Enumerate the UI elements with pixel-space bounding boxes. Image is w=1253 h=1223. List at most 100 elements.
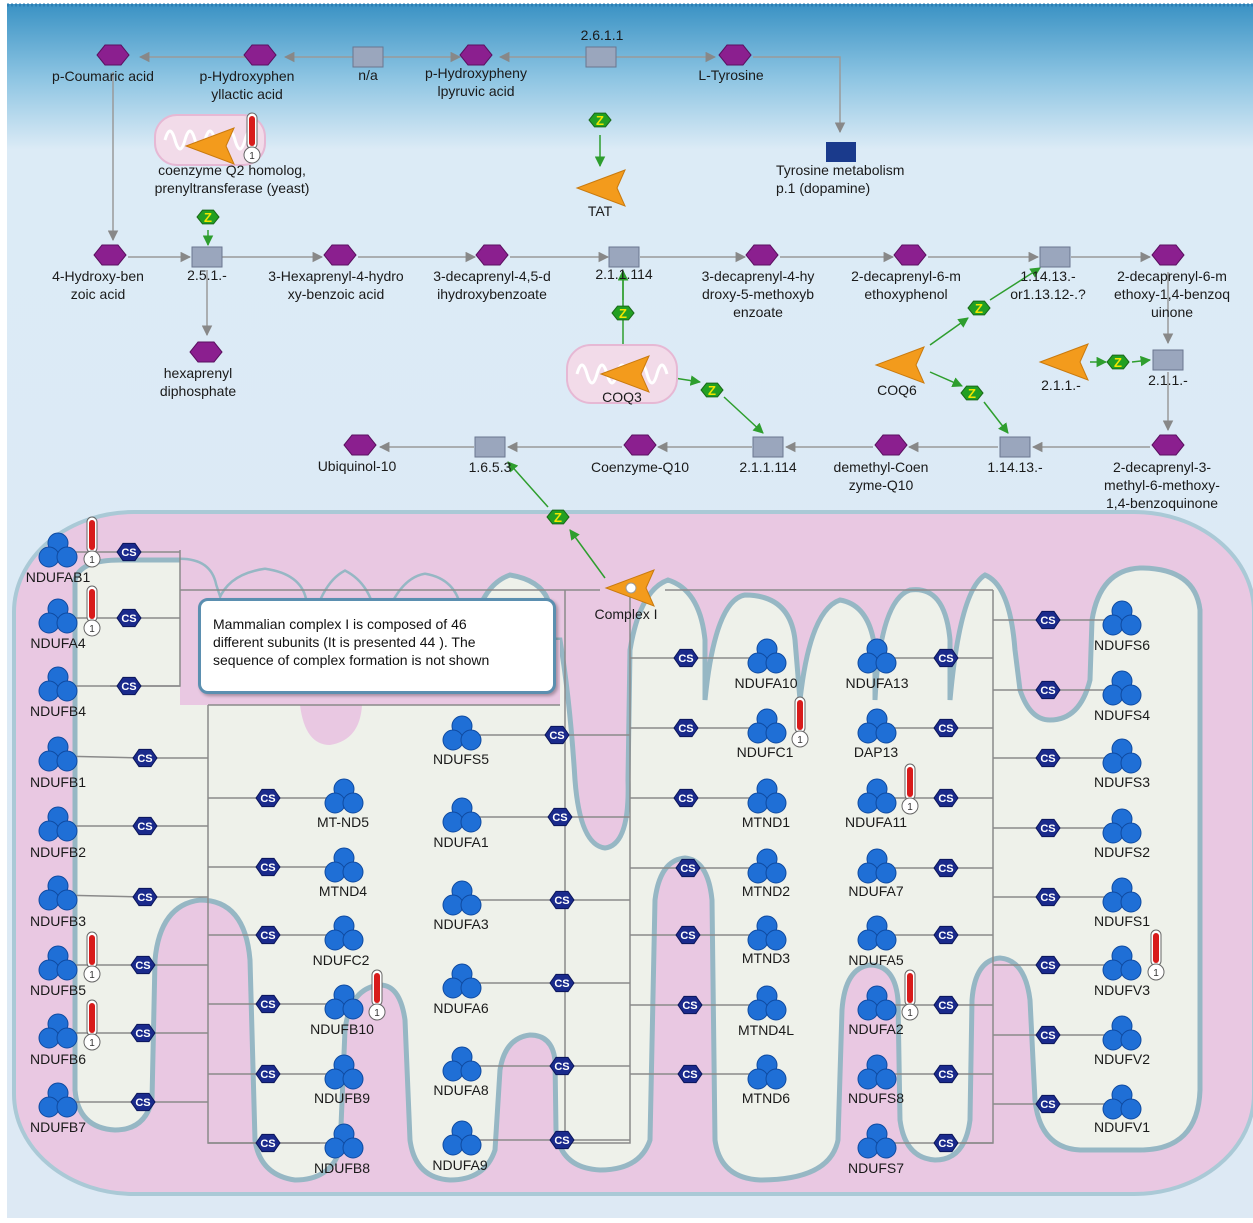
cs-complex-subunit-icon[interactable]: CS bbox=[116, 542, 142, 562]
catalysis-z-icon[interactable] bbox=[611, 305, 635, 321]
cs-complex-subunit-icon[interactable]: CS bbox=[116, 676, 142, 696]
protein-mtnd6[interactable]: MTND6 bbox=[742, 1054, 790, 1106]
cs-complex-subunit-icon[interactable]: CS bbox=[933, 648, 959, 668]
reaction-node-r-1653[interactable] bbox=[474, 436, 506, 458]
protein-ndufb6[interactable]: NDUFB6 bbox=[30, 1013, 86, 1067]
cs-complex-subunit-icon[interactable]: CS bbox=[933, 995, 959, 1015]
protein-ndufa4[interactable]: NDUFA4 bbox=[30, 598, 86, 651]
cs-complex-subunit-icon[interactable]: CS bbox=[544, 725, 570, 745]
cs-complex-subunit-icon[interactable]: CS bbox=[255, 857, 281, 877]
protein-ndufs3[interactable]: NDUFS3 bbox=[1094, 738, 1150, 790]
reaction-node-r-na[interactable] bbox=[352, 46, 384, 68]
catalysis-z-icon[interactable] bbox=[960, 385, 984, 401]
cs-complex-subunit-icon[interactable]: CS bbox=[255, 1133, 281, 1153]
protein-ndufv2[interactable]: NDUFV2 bbox=[1094, 1015, 1150, 1067]
cs-complex-subunit-icon[interactable]: CS bbox=[675, 925, 701, 945]
metabolite-decaprenyl-mmbq[interactable] bbox=[1151, 434, 1185, 456]
cs-complex-subunit-icon[interactable]: CS bbox=[675, 858, 701, 878]
protein-ndufs4[interactable]: NDUFS4 bbox=[1094, 670, 1150, 723]
cs-complex-subunit-icon[interactable]: CS bbox=[116, 608, 142, 628]
metabolite-p-hydroxyphenyllactic[interactable] bbox=[243, 44, 277, 66]
cs-complex-subunit-icon[interactable]: CS bbox=[673, 648, 699, 668]
protein-ndufb2[interactable]: NDUFB2 bbox=[30, 806, 86, 860]
cs-complex-subunit-icon[interactable]: CS bbox=[549, 890, 575, 910]
protein-ndufa8[interactable]: NDUFA8 bbox=[433, 1046, 489, 1098]
cs-complex-subunit-icon[interactable]: CS bbox=[255, 994, 281, 1014]
metabolite-p-hydroxyphenylpyruvic[interactable] bbox=[459, 44, 493, 66]
catalysis-z-icon[interactable] bbox=[588, 112, 612, 128]
protein-ndufs5[interactable]: NDUFS5 bbox=[433, 715, 489, 767]
protein-ndufs2[interactable]: NDUFS2 bbox=[1094, 808, 1150, 860]
metabolite-decaprenyl-hmb[interactable] bbox=[745, 244, 779, 266]
cs-complex-subunit-icon[interactable]: CS bbox=[677, 1064, 703, 1084]
cs-complex-subunit-icon[interactable]: CS bbox=[933, 718, 959, 738]
protein-ndufa1[interactable]: NDUFA1 bbox=[433, 797, 489, 850]
catalysis-z-icon[interactable] bbox=[546, 509, 570, 525]
map-link-icon[interactable] bbox=[826, 142, 856, 162]
cs-complex-subunit-icon[interactable]: CS bbox=[1035, 1025, 1061, 1045]
metabolite-hexaprenyl-dp[interactable] bbox=[189, 341, 223, 363]
methyltransferase-enzyme[interactable] bbox=[1038, 343, 1089, 381]
catalysis-z-icon[interactable] bbox=[1106, 354, 1130, 370]
cs-complex-subunit-icon[interactable]: CS bbox=[933, 925, 959, 945]
protein-mt-nd5[interactable]: MT-ND5 bbox=[317, 778, 369, 830]
cs-complex-subunit-icon[interactable]: CS bbox=[255, 925, 281, 945]
protein-ndufv3[interactable]: NDUFV3 bbox=[1094, 945, 1150, 998]
protein-ndufs1[interactable]: NDUFS1 bbox=[1094, 877, 1150, 929]
metabolite-hexaprenyl-hba[interactable] bbox=[323, 244, 357, 266]
protein-ndufa13[interactable]: NDUFA13 bbox=[845, 638, 909, 691]
cs-complex-subunit-icon[interactable]: CS bbox=[1035, 955, 1061, 975]
metabolite-p-coumaric[interactable] bbox=[96, 44, 130, 66]
protein-ndufa9[interactable]: NDUFA9 bbox=[432, 1120, 488, 1173]
reaction-node-r-211114a[interactable] bbox=[608, 246, 640, 268]
cs-complex-subunit-icon[interactable]: CS bbox=[132, 748, 158, 768]
metabolite-coq10[interactable] bbox=[623, 434, 657, 456]
tat-enzyme[interactable] bbox=[575, 169, 626, 207]
cs-complex-subunit-icon[interactable]: CS bbox=[132, 887, 158, 907]
reaction-node-r-211114b[interactable] bbox=[752, 436, 784, 458]
protein-ndufb10[interactable]: NDUFB10 bbox=[310, 984, 374, 1037]
protein-ndufb3[interactable]: NDUFB3 bbox=[30, 875, 86, 929]
protein-dap13[interactable]: DAP13 bbox=[854, 708, 899, 760]
coq3-enzyme[interactable] bbox=[599, 355, 650, 393]
protein-ndufs7[interactable]: NDUFS7 bbox=[848, 1123, 904, 1176]
catalysis-z-icon[interactable] bbox=[967, 300, 991, 316]
reaction-node-r-11413a[interactable] bbox=[1039, 246, 1071, 268]
metabolite-decaprenyl-mp[interactable] bbox=[893, 244, 927, 266]
protein-ndufb8[interactable]: NDUFB8 bbox=[314, 1123, 370, 1176]
catalysis-z-icon[interactable] bbox=[700, 382, 724, 398]
metabolite-decaprenyl-mbq[interactable] bbox=[1151, 244, 1185, 266]
metabolite-hydroxybenzoic[interactable] bbox=[93, 244, 127, 266]
cs-complex-subunit-icon[interactable]: CS bbox=[255, 1064, 281, 1084]
protein-ndufa2[interactable]: NDUFA2 bbox=[848, 985, 904, 1037]
cs-complex-subunit-icon[interactable]: CS bbox=[677, 995, 703, 1015]
coq6-enzyme[interactable] bbox=[874, 346, 925, 384]
cs-complex-subunit-icon[interactable]: CS bbox=[933, 858, 959, 878]
metabolite-decaprenyl-dhb[interactable] bbox=[475, 244, 509, 266]
protein-mtnd4[interactable]: MTND4 bbox=[319, 847, 367, 899]
protein-mtnd1[interactable]: MTND1 bbox=[742, 778, 790, 830]
protein-ndufb4[interactable]: NDUFB4 bbox=[30, 666, 86, 719]
protein-ndufa3[interactable]: NDUFA3 bbox=[433, 880, 489, 932]
cs-complex-subunit-icon[interactable]: CS bbox=[549, 1130, 575, 1150]
protein-ndufv1[interactable]: NDUFV1 bbox=[1094, 1084, 1150, 1135]
reaction-node-r-211[interactable] bbox=[1152, 349, 1184, 371]
protein-mtnd2[interactable]: MTND2 bbox=[742, 848, 790, 899]
protein-mtnd3[interactable]: MTND3 bbox=[742, 915, 790, 966]
cs-complex-subunit-icon[interactable]: CS bbox=[130, 955, 156, 975]
protein-ndufa5[interactable]: NDUFA5 bbox=[848, 915, 904, 968]
protein-mtnd4l[interactable]: MTND4L bbox=[738, 985, 794, 1038]
cs-complex-subunit-icon[interactable]: CS bbox=[1035, 748, 1061, 768]
cs-complex-subunit-icon[interactable]: CS bbox=[547, 807, 573, 827]
protein-ndufc1[interactable]: NDUFC1 bbox=[737, 708, 794, 760]
cs-complex-subunit-icon[interactable]: CS bbox=[130, 1092, 156, 1112]
protein-ndufs6[interactable]: NDUFS6 bbox=[1094, 600, 1150, 653]
protein-ndufb1[interactable]: NDUFB1 bbox=[30, 736, 86, 790]
cs-complex-subunit-icon[interactable]: CS bbox=[549, 973, 575, 993]
protein-ndufa7[interactable]: NDUFA7 bbox=[848, 848, 904, 899]
cs-complex-subunit-icon[interactable]: CS bbox=[1035, 610, 1061, 630]
cs-complex-subunit-icon[interactable]: CS bbox=[1035, 887, 1061, 907]
coq2-enzyme[interactable] bbox=[184, 127, 235, 165]
protein-ndufb5[interactable]: NDUFB5 bbox=[30, 945, 86, 998]
metabolite-ubiquinol[interactable] bbox=[343, 434, 377, 456]
